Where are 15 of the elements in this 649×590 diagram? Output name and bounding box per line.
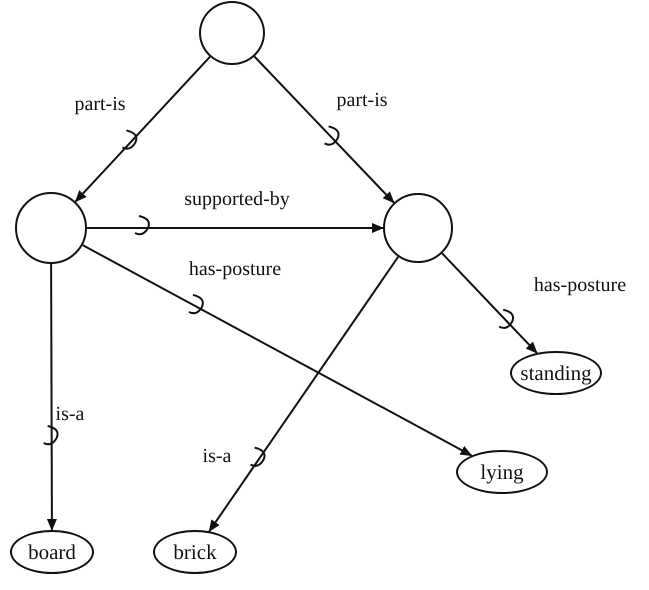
- arrow: [441, 252, 538, 354]
- node-label: board: [28, 540, 76, 564]
- node-label: brick: [173, 540, 217, 564]
- arrow: [46, 264, 57, 531]
- node-label: lying: [480, 460, 524, 484]
- edge-label: supported-by: [183, 188, 291, 210]
- arrow: [208, 256, 399, 532]
- circle-node: [383, 193, 453, 263]
- node-label: standing: [520, 360, 592, 386]
- arrow: [87, 223, 384, 233]
- edge-label: has-posture: [532, 274, 628, 296]
- arrow: [254, 56, 395, 204]
- arrow: [74, 56, 211, 202]
- arrow: [82, 244, 472, 456]
- edge-label: has-posture: [188, 258, 282, 280]
